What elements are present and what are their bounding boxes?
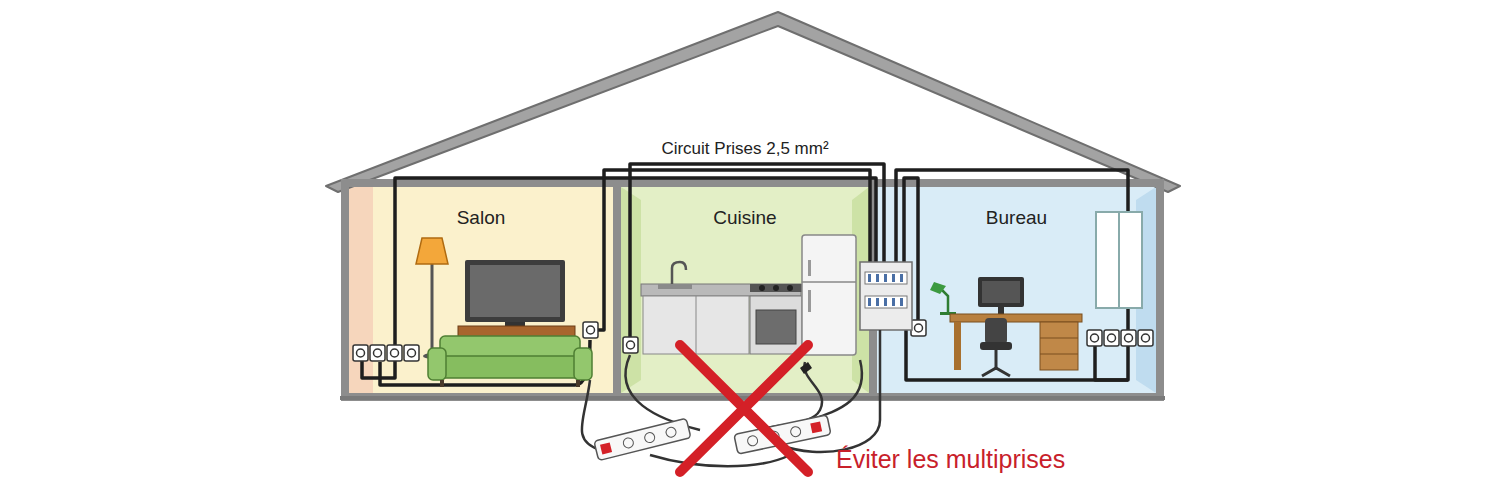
circuit-label: Circuit Prises 2,5 mm² (657, 138, 832, 160)
plug (800, 362, 812, 374)
cuisine-ground (621, 187, 869, 393)
inner-wall (613, 183, 621, 397)
room-name: Cuisine (621, 187, 869, 229)
electrical-panel (860, 262, 912, 330)
room-area: Salon (349, 187, 613, 393)
room-area: Bureau (877, 187, 1156, 393)
outer-wall (345, 183, 1160, 397)
cross-mark (680, 345, 808, 472)
wires (362, 164, 1128, 385)
room-name: Bureau (877, 187, 1156, 229)
room-name: Salon (349, 187, 613, 229)
room-area: Cuisine (621, 187, 869, 393)
wire (896, 170, 1128, 380)
warning-note: Éviter les multiprises (832, 444, 1069, 475)
salon-ground (349, 187, 613, 393)
salon-furniture (416, 238, 592, 387)
kitchen-furniture (641, 235, 856, 355)
power-strip (594, 418, 691, 460)
office-furniture (930, 212, 1142, 376)
wire (906, 330, 1128, 380)
